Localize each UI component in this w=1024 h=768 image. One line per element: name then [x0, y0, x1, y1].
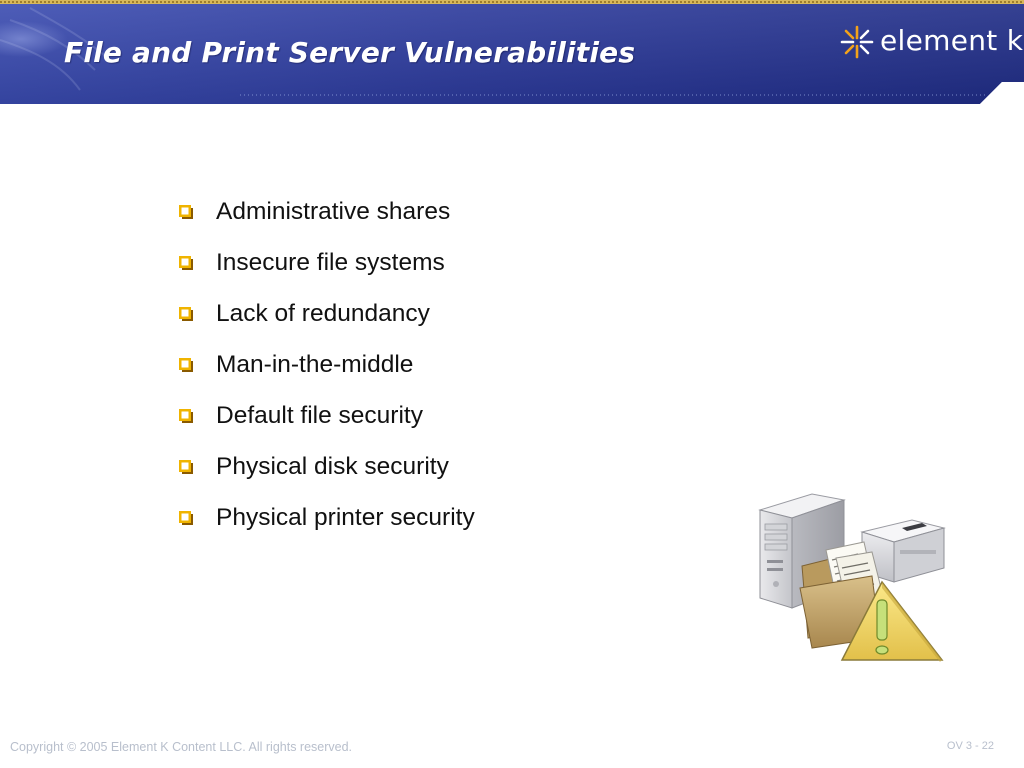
- hollow-square-bullet-icon: [179, 255, 193, 270]
- logo-text: element k: [880, 24, 1024, 57]
- list-item: Lack of redundancy: [178, 288, 475, 339]
- list-item: Administrative shares: [178, 186, 475, 237]
- page-title: File and Print Server Vulnerabilities: [64, 36, 636, 69]
- bullet-text: Man-in-the-middle: [216, 350, 414, 378]
- bullet-text: Physical printer security: [216, 503, 475, 531]
- list-item: Default file security: [178, 390, 475, 441]
- list-item: Insecure file systems: [178, 237, 475, 288]
- hollow-square-bullet-icon: [179, 204, 193, 219]
- hollow-square-bullet-icon: [179, 408, 193, 423]
- bullet-text: Lack of redundancy: [216, 299, 430, 327]
- bullet-text: Default file security: [216, 401, 423, 429]
- list-item: Physical printer security: [178, 492, 475, 543]
- hollow-square-bullet-icon: [179, 459, 193, 474]
- bullet-text: Physical disk security: [216, 452, 449, 480]
- server-printer-folder-warning-icon: [758, 493, 946, 662]
- page-number: OV 3 - 22: [946, 740, 994, 752]
- hollow-square-bullet-icon: [179, 306, 193, 321]
- hollow-square-bullet-icon: [179, 510, 193, 525]
- element-k-star-icon: [840, 25, 874, 59]
- header-background: [0, 0, 1024, 104]
- bullet-text: Insecure file systems: [216, 248, 445, 276]
- bullet-list: Administrative shares Insecure file syst…: [178, 186, 475, 543]
- brand-logo: element k: [838, 22, 1023, 62]
- hollow-square-bullet-icon: [179, 357, 193, 372]
- list-item: Physical disk security: [178, 441, 475, 492]
- bullet-text: Administrative shares: [216, 197, 451, 225]
- copyright-text: Copyright © 2005 Element K Content LLC. …: [10, 740, 353, 754]
- header-banner: File and Print Server Vulnerabilities el…: [0, 0, 1024, 104]
- list-item: Man-in-the-middle: [178, 339, 475, 390]
